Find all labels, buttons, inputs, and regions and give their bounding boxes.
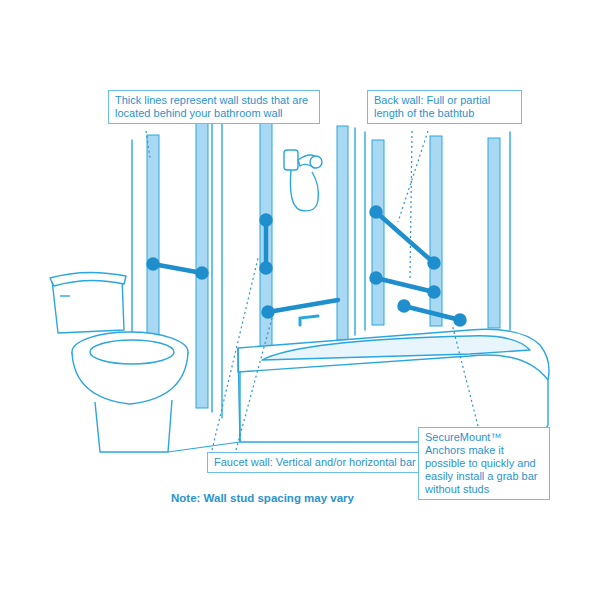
shower-hose bbox=[290, 170, 318, 211]
grab-bar bbox=[376, 278, 434, 292]
bathtub bbox=[238, 329, 549, 442]
bar-flange bbox=[372, 274, 381, 283]
grab-bar bbox=[376, 212, 434, 263]
bathtub-front bbox=[239, 372, 240, 442]
grab-bar bbox=[153, 264, 202, 273]
wall-corner bbox=[354, 128, 355, 335]
wall-stud bbox=[337, 126, 348, 340]
grab-bar bbox=[404, 306, 460, 320]
callout-text: Faucet wall: Vertical and/or horizontal … bbox=[214, 456, 426, 469]
toilet-base bbox=[95, 400, 172, 452]
wall-stud bbox=[147, 135, 159, 345]
shower-face bbox=[310, 156, 322, 168]
wall-edge bbox=[131, 140, 132, 345]
floor-line bbox=[168, 442, 240, 452]
bar-flange bbox=[372, 208, 381, 217]
toilet-lid bbox=[50, 272, 126, 286]
toilet-tank bbox=[52, 278, 124, 333]
wall-stud bbox=[260, 118, 272, 358]
leader-line bbox=[236, 318, 272, 450]
callout-box: Back wall: Full or partial length of the… bbox=[367, 90, 522, 124]
callout-text: SecureMount™ Anchors make it possible to… bbox=[425, 431, 543, 496]
grab-bar bbox=[268, 300, 338, 312]
bar-flange bbox=[430, 288, 439, 297]
bar-flange bbox=[149, 260, 158, 269]
bar-flange bbox=[456, 316, 465, 325]
callout-box: Faucet wall: Vertical and/or horizontal … bbox=[207, 452, 433, 473]
callout-text: Back wall: Full or partial length of the… bbox=[374, 94, 515, 120]
wall-stud bbox=[372, 140, 384, 325]
bar-flange bbox=[264, 308, 273, 317]
tub-faucet bbox=[300, 316, 318, 325]
leader-line bbox=[410, 131, 412, 278]
wall-edge bbox=[509, 132, 510, 330]
bar-flange bbox=[400, 302, 409, 311]
callout-box: SecureMount™ Anchors make it possible to… bbox=[418, 427, 550, 500]
toilet-opening bbox=[90, 340, 174, 364]
shower-mount bbox=[284, 150, 298, 170]
wall-stud bbox=[430, 136, 442, 326]
leader-line bbox=[398, 131, 428, 222]
wall-stud bbox=[488, 138, 500, 328]
note-text: Note: Wall stud spacing may vary bbox=[171, 492, 354, 504]
callout-box: Thick lines represent wall studs that ar… bbox=[108, 90, 320, 124]
bathtub-basin bbox=[262, 336, 530, 360]
bar-flange bbox=[430, 259, 439, 268]
wall-stud bbox=[196, 122, 208, 408]
leader-line bbox=[452, 324, 478, 426]
wall-corner bbox=[221, 108, 222, 418]
bar-flange bbox=[262, 216, 271, 225]
wall-corner bbox=[364, 132, 365, 330]
bar-flange bbox=[198, 269, 207, 278]
toilet-handle bbox=[60, 295, 70, 296]
leader-line bbox=[146, 131, 150, 158]
leader-line bbox=[212, 258, 258, 450]
grab-bar bbox=[264, 220, 269, 268]
wall-corner bbox=[211, 112, 212, 412]
bar-flange bbox=[262, 264, 271, 273]
callout-text: Thick lines represent wall studs that ar… bbox=[115, 94, 313, 120]
